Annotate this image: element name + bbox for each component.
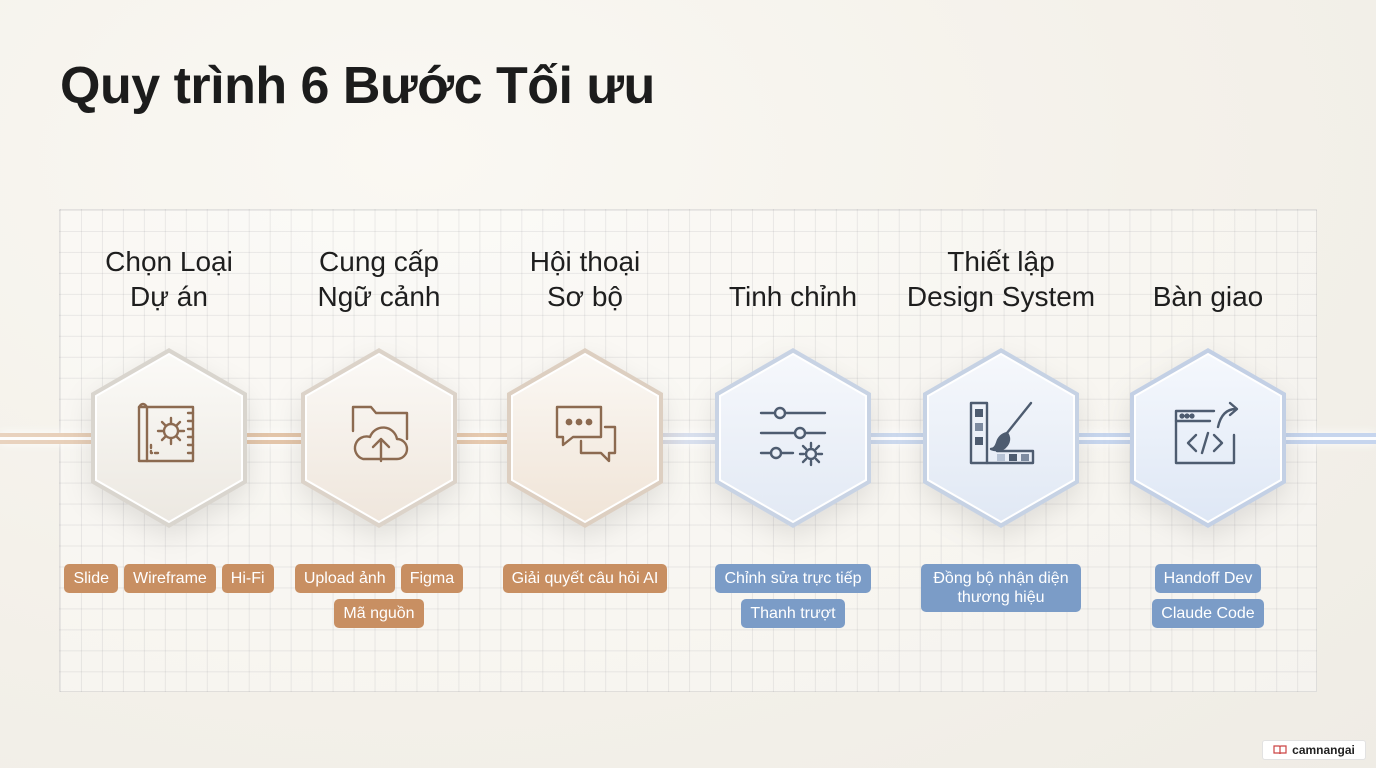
tag-group: Đồng bộ nhận diện thương hiệu <box>891 564 1111 612</box>
step-hexagon <box>1128 346 1288 530</box>
step-title: Tinh chỉnh <box>728 281 858 312</box>
palette-brush-icon <box>969 401 1035 465</box>
tag: Hi-Fi <box>221 564 274 593</box>
tag-group: Handoff Dev Claude Code <box>1098 564 1318 628</box>
book-icon <box>1273 745 1287 755</box>
tag: Đồng bộ nhận diện thương hiệu <box>921 564 1081 612</box>
step-hexagon <box>713 346 873 530</box>
blueprint-gear-icon <box>137 402 195 463</box>
chat-bubbles-icon <box>555 405 617 463</box>
tag-group: Upload ảnh Figma Mã nguồn <box>269 564 489 628</box>
watermark-text: camnangai <box>1292 743 1355 757</box>
tag: Handoff Dev <box>1154 564 1262 593</box>
step-title: Cung cấp Ngữ cảnh <box>317 246 441 312</box>
tag: Chỉnh sửa trực tiếp <box>715 564 871 593</box>
tag: Figma <box>400 564 464 593</box>
step-title: Chọn Loại Dự án <box>105 246 233 312</box>
grid-background <box>59 209 1317 692</box>
tag: Giải quyết câu hỏi AI <box>502 564 668 593</box>
watermark: camnangai <box>1262 740 1366 760</box>
tag: Claude Code <box>1152 599 1264 628</box>
code-window-share-icon <box>1174 401 1239 465</box>
tag: Slide <box>64 564 119 593</box>
sliders-gear-icon <box>759 406 827 467</box>
step-title: Thiết lập Design System <box>906 246 1096 312</box>
step-title: Bàn giao <box>1152 281 1264 312</box>
step-hexagon <box>505 346 665 530</box>
folder-cloud-upload-icon <box>351 405 409 463</box>
tag: Mã nguồn <box>334 599 424 628</box>
tag: Upload ảnh <box>294 564 395 593</box>
tag: Wireframe <box>124 564 216 593</box>
page-title: Quy trình 6 Bước Tối ưu <box>60 57 655 115</box>
step-hexagon <box>299 346 459 530</box>
step-hexagon <box>921 346 1081 530</box>
tag-group: Chỉnh sửa trực tiếp Thanh trượt <box>683 564 903 628</box>
tag-group: Slide Wireframe Hi-Fi <box>59 564 279 593</box>
step-title: Hội thoại Sơ bộ <box>529 246 641 312</box>
step-hexagon <box>89 346 249 530</box>
tag-group: Giải quyết câu hỏi AI <box>475 564 695 593</box>
tag: Thanh trượt <box>741 599 845 628</box>
process-connector-line <box>0 433 1376 444</box>
